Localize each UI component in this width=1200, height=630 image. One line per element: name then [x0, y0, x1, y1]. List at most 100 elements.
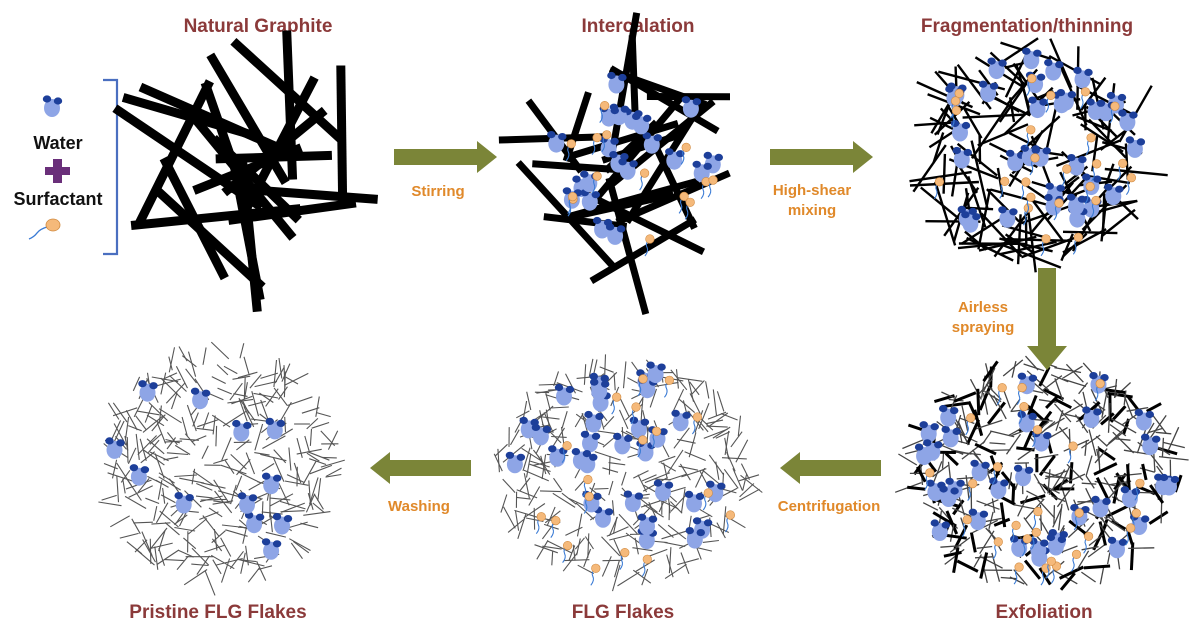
graphite-flake: [949, 524, 955, 542]
graphite-flake: [169, 375, 187, 392]
graphite-flake: [302, 460, 317, 485]
graphite-flake: [1026, 490, 1044, 501]
graphite-flake: [664, 563, 687, 580]
graphite-flake: [311, 421, 330, 429]
graphite-flake: [137, 435, 157, 455]
graphite-flake: [1061, 365, 1083, 380]
graphite-flake: [715, 431, 731, 439]
water-molecule: [684, 490, 705, 513]
graphite-flake: [1088, 429, 1097, 457]
graphite-flake: [618, 396, 630, 418]
graphite-flake: [309, 477, 319, 505]
graphite-flake: [312, 502, 325, 514]
graphite-flake: [920, 186, 967, 226]
graphite-flake: [315, 396, 320, 417]
graphite-flake: [237, 371, 258, 379]
graphite-flake: [278, 386, 288, 400]
graphite-flake: [229, 550, 244, 570]
arrow-washing: [370, 452, 471, 484]
graphite-flake: [249, 374, 262, 389]
graphite-flake: [325, 467, 342, 477]
graphite-flake: [1118, 472, 1142, 477]
graphite-flake: [212, 415, 216, 435]
graphite-flake: [227, 398, 254, 404]
graphite-flake: [101, 494, 117, 501]
graphite-flake: [726, 451, 736, 472]
graphite-flake: [902, 438, 927, 450]
graphite-flake: [583, 364, 587, 385]
graphite-flake: [197, 419, 219, 428]
graphite-flake: [133, 397, 145, 418]
graphite-flake: [574, 537, 585, 550]
graphite-flake: [740, 463, 750, 481]
graphite-flake: [977, 123, 1029, 147]
graphite-flake: [191, 435, 207, 443]
graphite-flake: [147, 439, 160, 453]
graphite-flake: [228, 183, 379, 204]
graphite-flake: [292, 540, 310, 554]
graphite-flake: [254, 380, 278, 388]
surfactant-molecule: [641, 554, 653, 577]
graphite-flake: [661, 530, 687, 540]
graphite-flake: [1042, 375, 1063, 392]
graphite-flake: [609, 534, 630, 541]
graphite-flake: [643, 504, 664, 518]
graphite-flake: [1032, 200, 1065, 242]
graphite-flake: [668, 473, 688, 481]
graphite-flake: [131, 518, 141, 535]
graphite-flake: [1149, 415, 1167, 439]
graphite-flake: [176, 555, 189, 571]
graphite-flake: [1038, 366, 1051, 387]
step-label-centrifugation: Centrifugation: [778, 498, 881, 515]
graphite-flake: [574, 413, 584, 428]
graphite-flake: [514, 509, 535, 517]
graphite-flake: [689, 393, 701, 414]
graphite-flake: [678, 465, 699, 471]
graphite-flake: [1033, 473, 1046, 494]
graphite-flake: [553, 477, 563, 491]
water-molecule: [1073, 66, 1093, 89]
graphite-flake: [192, 470, 214, 486]
graphite-flake: [957, 420, 969, 446]
graphite-flake: [199, 511, 219, 521]
graphite-flake: [673, 427, 690, 449]
arrow-airless-spraying: [1027, 268, 1067, 370]
graphite-flake: [1106, 482, 1123, 502]
graphite-flake: [956, 559, 979, 573]
graphite-flake: [972, 519, 998, 533]
graphite-flake: [1126, 464, 1131, 491]
graphite-flake: [1083, 564, 1111, 570]
graphite-flake: [300, 522, 319, 529]
graphite-flake: [966, 419, 981, 445]
step-label-high-shear-line2: mixing: [788, 202, 836, 219]
graphite-flake: [1052, 507, 1063, 528]
graphite-flake: [224, 460, 235, 475]
graphite-flake: [979, 552, 989, 579]
graphite-flake: [724, 430, 730, 455]
graphite-flake: [594, 487, 609, 490]
surfactant-molecule: [1125, 172, 1137, 196]
water-molecule: [1091, 495, 1111, 518]
water-molecule: [1107, 536, 1128, 559]
graphite-flake: [1064, 473, 1086, 484]
graphite-flake: [143, 449, 165, 466]
graphite-flake: [1149, 484, 1165, 504]
graphite-flake: [516, 410, 530, 419]
graphite-flake: [164, 559, 184, 562]
graphite-flake: [1062, 228, 1107, 254]
graphite-flake: [545, 409, 550, 428]
graphite-flake: [195, 495, 213, 499]
graphite-flake: [742, 473, 748, 491]
graphite-flake: [137, 410, 160, 416]
graphite-flake: [202, 515, 220, 537]
graphite-flake: [675, 369, 679, 389]
graphite-flake: [998, 242, 1062, 269]
graphite-flake: [174, 444, 191, 455]
graphite-flake: [543, 523, 559, 530]
graphite-flake: [934, 181, 957, 246]
graphite-flake: [1005, 433, 1022, 455]
graphite-flake: [211, 538, 223, 552]
graphite-flake: [213, 458, 228, 465]
graphite-flake: [181, 416, 188, 437]
